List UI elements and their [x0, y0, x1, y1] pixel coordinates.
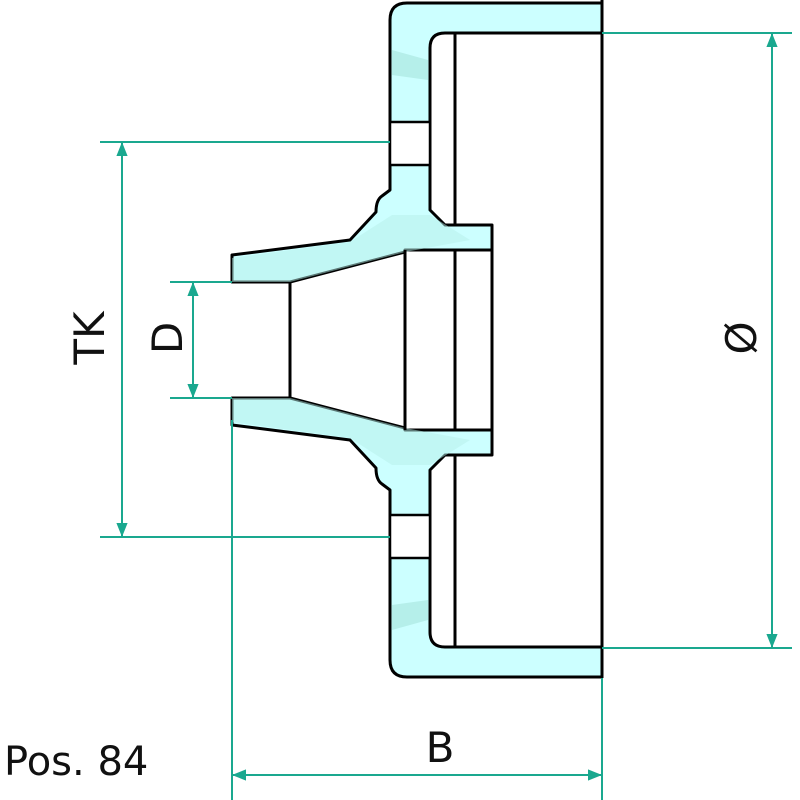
- flange-section: [230, 0, 604, 679]
- d-label: D: [143, 322, 192, 354]
- dimension-lines: [100, 32, 792, 800]
- b-label: B: [426, 723, 455, 772]
- diameter-label: Ø: [717, 321, 766, 354]
- position-label: Pos. 84: [4, 739, 148, 785]
- tk-label: TK: [65, 310, 114, 366]
